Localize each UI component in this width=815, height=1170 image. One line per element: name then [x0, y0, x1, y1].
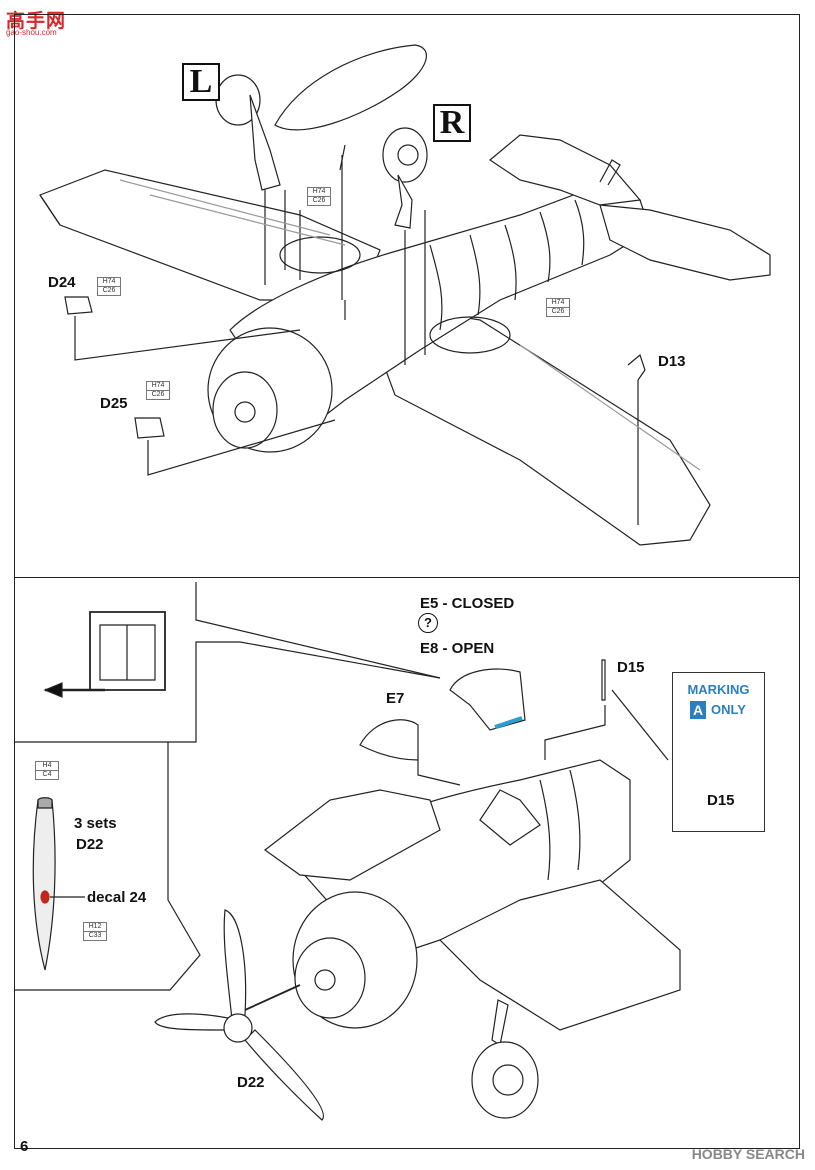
- bottom-airframe-drawing: [14, 582, 733, 1121]
- part-label-d22: D22: [237, 1074, 265, 1091]
- part-label-d15: D15: [617, 659, 645, 676]
- marking-part-label: D15: [707, 792, 735, 809]
- part-label-d25: D25: [100, 395, 128, 412]
- marking-callout: MARKING A ONLY: [672, 672, 765, 832]
- page-number: 6: [20, 1138, 29, 1155]
- top-airframe-drawing: [39, 44, 771, 546]
- gear-left-label: L: [182, 63, 220, 101]
- step-divider: [14, 577, 800, 578]
- watermark-hobby-search: HOBBY SEARCH: [691, 1146, 805, 1162]
- decal-label: decal 24: [87, 889, 147, 906]
- question-mark-icon: ?: [418, 613, 438, 633]
- prop-sets-label: 3 sets: [74, 815, 117, 832]
- gear-right-label: R: [433, 104, 471, 142]
- canopy-closed-label: E5 - CLOSED: [420, 595, 515, 612]
- canopy-open-label: E8 - OPEN: [420, 640, 495, 657]
- part-label-d13: D13: [658, 353, 686, 370]
- part-label-e7: E7: [386, 690, 405, 707]
- marking-only: ONLY: [711, 702, 746, 717]
- marking-title: MARKING: [687, 682, 750, 697]
- marking-letter: A: [690, 701, 706, 719]
- prop-part-label: D22: [76, 836, 104, 853]
- part-label-d24: D24: [48, 274, 76, 291]
- watermark-url: gao-shou.com: [6, 28, 57, 37]
- page-frame: [14, 14, 800, 1149]
- watermark-logo: 高手网: [6, 11, 67, 32]
